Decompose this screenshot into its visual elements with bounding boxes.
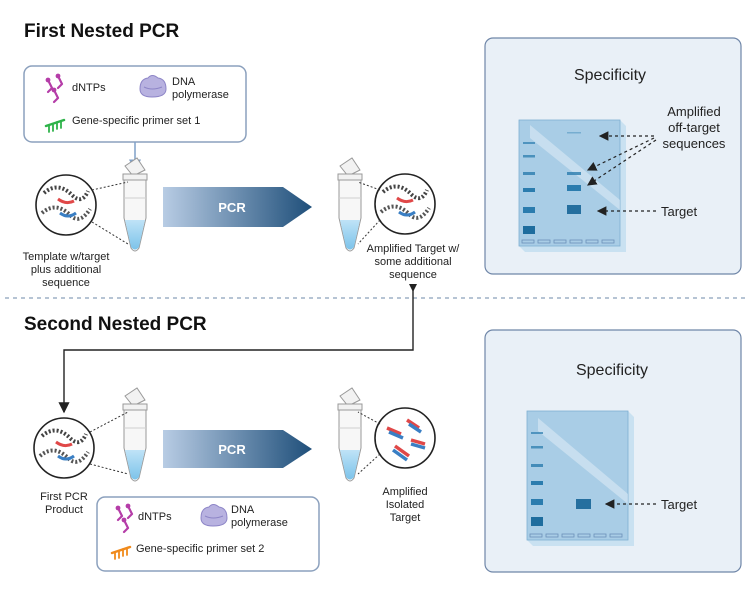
gel-1 xyxy=(518,119,626,252)
svg-text:sequence: sequence xyxy=(42,277,90,289)
svg-text:off-target: off-target xyxy=(668,120,720,135)
dna-polymerase-label-2b: polymerase xyxy=(231,517,288,529)
svg-text:First PCR: First PCR xyxy=(40,491,88,503)
primer-set-2-label: Gene-specific primer set 2 xyxy=(136,543,264,555)
template-dna-circle xyxy=(34,173,98,237)
svg-text:Isolated: Isolated xyxy=(386,499,425,511)
reagent-legend-1: dNTPs DNA polymerase Gene-specific prime… xyxy=(23,65,247,143)
svg-text:some additional: some additional xyxy=(374,256,451,268)
pcr-label-2: PCR xyxy=(218,442,246,457)
svg-text:sequence: sequence xyxy=(389,269,437,281)
specificity-title-1: Specificity xyxy=(574,67,646,84)
dna-polymerase-label: DNA xyxy=(172,76,196,88)
connector-arrow xyxy=(58,288,414,414)
svg-text:Target: Target xyxy=(390,512,421,524)
first-pcr-product-circle xyxy=(32,416,96,480)
pcr-arrow-2: PCR xyxy=(163,430,312,468)
specificity-title-2: Specificity xyxy=(576,362,648,379)
pcr-label-1: PCR xyxy=(218,200,246,215)
isolated-target-caption: Amplified Isolated Target xyxy=(382,486,427,524)
tube-2 xyxy=(337,157,363,252)
amplified-target-caption: Amplified Target w/ some additional sequ… xyxy=(367,243,461,281)
tube-1 xyxy=(122,157,148,252)
template-caption: Template w/target plus additional sequen… xyxy=(23,251,110,289)
svg-text:Template w/target: Template w/target xyxy=(23,251,110,263)
svg-text:Amplified: Amplified xyxy=(382,486,427,498)
isolated-target-circle xyxy=(374,407,436,469)
dntps-label: dNTPs xyxy=(72,82,106,94)
first-section-title: First Nested PCR xyxy=(24,21,179,42)
svg-text:Amplified Target w/: Amplified Target w/ xyxy=(367,243,461,255)
specificity-panel-1: Specificity xyxy=(484,37,742,275)
primer-set-1-label: Gene-specific primer set 1 xyxy=(72,115,200,127)
offtarget-label: Amplified off-target sequences xyxy=(663,104,726,151)
amplified-target-circle xyxy=(373,172,437,236)
target-label-2: Target xyxy=(661,497,698,512)
target-label-1: Target xyxy=(661,204,698,219)
tube-3 xyxy=(122,387,148,482)
svg-text:Product: Product xyxy=(45,504,83,516)
gel-2 xyxy=(526,410,634,546)
first-pcr-product-caption: First PCR Product xyxy=(40,491,88,516)
second-section-title: Second Nested PCR xyxy=(24,314,207,335)
dntps-label-2: dNTPs xyxy=(138,511,172,523)
svg-text:plus additional: plus additional xyxy=(31,264,101,276)
specificity-panel-2: Specificity Tar xyxy=(484,329,742,573)
tube-4 xyxy=(337,387,363,482)
reagent-legend-2: dNTPs DNA polymerase Gene-specific prime… xyxy=(96,496,320,572)
svg-text:Amplified: Amplified xyxy=(667,104,720,119)
svg-text:sequences: sequences xyxy=(663,136,726,151)
pcr-arrow-1: PCR xyxy=(163,187,312,227)
dna-polymerase-label-2: polymerase xyxy=(172,89,229,101)
dna-polymerase-label-2a: DNA xyxy=(231,504,255,516)
